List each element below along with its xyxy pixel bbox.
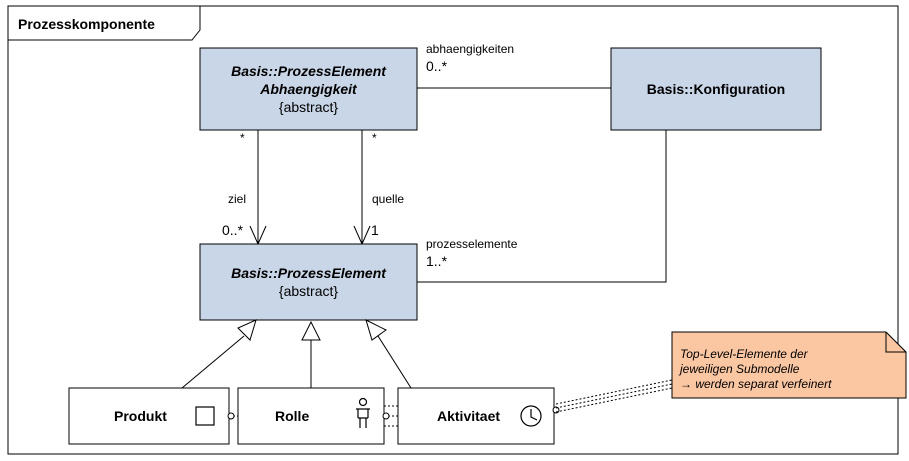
generalization-aktivitaet-line (377, 335, 412, 389)
multiplicity-ziel-target: 0..* (222, 222, 244, 238)
clock-icon (520, 405, 542, 427)
class-produkt-name: Produkt (114, 408, 167, 424)
generalization-produkt-line (181, 335, 245, 389)
class-konfiguration-name: Basis::Konfiguration (646, 81, 786, 97)
multiplicity-prozesselemente: 1..* (426, 253, 448, 269)
role-quelle: quelle (372, 192, 405, 206)
note-box (671, 331, 907, 399)
note-text: Top-Level-Elemente der jeweiligen Submod… (680, 347, 831, 392)
class-aktivitaet-name: Aktivitaet (437, 408, 501, 424)
generalization-aktivitaet-arrowhead (365, 319, 387, 341)
class-aktivitaet-box (397, 387, 555, 445)
generalization-produkt-arrowhead (237, 319, 257, 341)
frame-label-tab (7, 5, 201, 41)
note-fold (885, 332, 906, 353)
note-line-2: jeweiligen Submodelle (680, 362, 800, 376)
note-connector-2 (555, 383, 673, 409)
generalization-rolle-arrowhead (301, 320, 321, 341)
note-line-3: → werden separat verfeinert (680, 377, 832, 391)
class-rolle-box (237, 387, 385, 445)
multiplicity-quelle-target: 1 (371, 222, 379, 238)
class-abhaengigkeit: Basis::ProzessElement Abhaengigkeit {abs… (200, 48, 417, 130)
assoc-prozesselemente-line (417, 130, 667, 283)
multiplicity-abhaengigkeiten: 0..* (426, 58, 448, 74)
role-ziel: ziel (228, 192, 247, 206)
frame-border (7, 5, 899, 455)
port-circle-produkt (227, 412, 235, 420)
class-abhaengigkeit-box (199, 47, 418, 131)
port-circle-rolle (382, 412, 390, 420)
role-prozesselemente: prozesselemente (426, 237, 518, 251)
note-line-1: Top-Level-Elemente der (680, 347, 808, 361)
frame-title: Prozesskomponente (18, 16, 155, 32)
person-icon (356, 397, 370, 428)
class-prozesselement-stereotype: {abstract} (278, 283, 339, 299)
class-prozesselement-name: Basis::ProzessElement (231, 265, 386, 281)
class-rolle-name: Rolle (275, 408, 310, 424)
square-icon (195, 406, 215, 426)
class-prozesselement-box (199, 243, 418, 321)
class-abhaengigkeit-line1: Basis::ProzessElement (231, 63, 386, 79)
class-konfiguration: Basis::Konfiguration (611, 48, 821, 130)
class-abhaengigkeit-line2: Abhaengigkeit (260, 81, 357, 97)
class-prozesselement: Basis::ProzessElement {abstract} (200, 244, 417, 320)
multiplicity-ziel-source: * (240, 131, 245, 145)
class-konfiguration-box (610, 47, 822, 131)
multiplicity-quelle-source: * (372, 131, 377, 145)
class-abhaengigkeit-stereotype: {abstract} (278, 99, 339, 115)
role-abhaengigkeiten: abhaengigkeiten (426, 42, 515, 56)
